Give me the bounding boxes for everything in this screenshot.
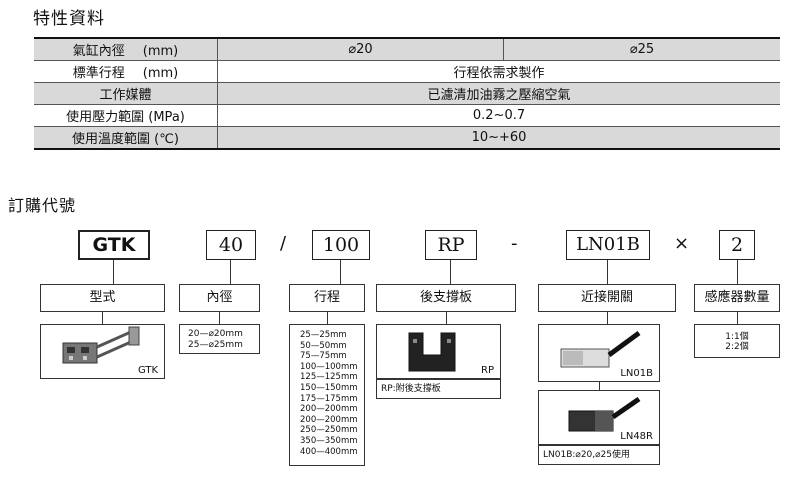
switch-caption: LN01B:⌀20,⌀25使用: [538, 445, 660, 465]
stroke-option: 400—400mm: [300, 446, 358, 457]
cylinder-image: [62, 326, 140, 364]
code-stroke: 100: [312, 230, 370, 260]
stroke-option: 75—75mm: [300, 351, 347, 362]
spec-row-medium: 工作媒體 已濾清加油霧之壓縮空氣: [34, 82, 780, 105]
spec-value: 已濾清加油霧之壓縮空氣: [217, 82, 780, 105]
code-slash: /: [280, 233, 287, 254]
bore-option: 20—⌀20mm: [188, 329, 243, 339]
order-code-heading: 訂購代號: [8, 196, 77, 215]
bore-options-box: 20—⌀20mm 25—⌀25mm: [179, 324, 260, 354]
stroke-list: 25—25mm 50—50mm 75—75mm 100—100mm 125—12…: [300, 330, 358, 457]
stroke-options-box: 25—25mm 50—50mm 75—75mm 100—100mm 125—12…: [289, 324, 365, 466]
spec-row-bore: 氣缸內徑 (mm) ⌀20 ⌀25: [34, 38, 780, 61]
spec-label: 氣缸內徑: [72, 44, 125, 59]
code-back: RP: [425, 230, 477, 260]
back-support-image: [408, 332, 456, 372]
spec-table: 氣缸內徑 (mm) ⌀20 ⌀25 標準行程 (mm) 行程依需求製作 工作媒體 已…: [34, 37, 780, 150]
spec-heading: 特性資料: [33, 9, 105, 29]
model-image-label: GTK: [137, 365, 158, 376]
stroke-option: 250—250mm: [300, 425, 358, 436]
qty-options-box: 1:1個 2:2個: [694, 324, 780, 358]
stroke-option: 25—25mm: [300, 330, 347, 340]
proximity-switch-image: [560, 330, 641, 368]
category-stroke: 行程: [289, 284, 365, 312]
switch-image-box-1: LN01B: [538, 324, 660, 382]
code-model: GTK: [78, 230, 150, 260]
spec-label: 標準行程: [72, 66, 125, 81]
code-dash: -: [511, 233, 518, 254]
code-times: ×: [674, 233, 690, 254]
spec-label: 工作媒體: [34, 82, 218, 105]
spec-row-pressure: 使用壓力範圍 (MPa) 0.2~0.7: [34, 104, 780, 127]
stroke-option: 150—150mm: [300, 382, 358, 393]
code-switch: LN01B: [566, 230, 650, 260]
stroke-option: 200—200mm: [300, 404, 358, 415]
category-bore: 內徑: [179, 284, 260, 312]
spec-value: ⌀25: [503, 38, 780, 61]
category-model: 型式: [40, 284, 165, 312]
back-image-label: RP: [481, 365, 494, 376]
category-qty: 感應器數量: [694, 284, 780, 312]
spec-label: 使用壓力範圍 (MPa): [34, 104, 218, 127]
model-image-box: GTK: [40, 324, 165, 379]
spec-row-stroke: 標準行程 (mm) 行程依需求製作: [34, 60, 780, 83]
back-caption: RP:附後支撐板: [376, 379, 501, 399]
bore-option: 25—⌀25mm: [188, 340, 243, 350]
proximity-switch-image: [568, 396, 641, 432]
spec-value: 10~+60: [217, 126, 780, 149]
code-qty: 2: [719, 230, 755, 260]
stroke-option: 100—100mm: [300, 361, 358, 372]
qty-option: 2:2個: [725, 342, 749, 352]
qty-option: 1:1個: [725, 332, 749, 342]
spec-value: ⌀20: [217, 38, 504, 61]
switch-image-label: LN48R: [620, 431, 653, 442]
stroke-option: 50—50mm: [300, 340, 347, 351]
stroke-option: 350—350mm: [300, 435, 358, 446]
spec-label: 使用溫度範圍 (℃): [34, 126, 218, 149]
spec-value: 行程依需求製作: [217, 60, 780, 83]
category-back: 後支撐板: [376, 284, 516, 312]
stroke-option: 175—175mm: [300, 393, 358, 404]
spec-value: 0.2~0.7: [217, 104, 780, 127]
spec-unit: (mm): [142, 44, 179, 59]
back-image-box: RP: [376, 324, 501, 379]
spec-row-temperature: 使用溫度範圍 (℃) 10~+60: [34, 126, 780, 149]
category-switch: 近接開關: [538, 284, 676, 312]
code-bore: 40: [206, 230, 256, 260]
switch-image-label: LN01B: [620, 368, 653, 379]
stroke-option: 200—200mm: [300, 414, 358, 425]
spec-unit: (mm): [142, 66, 179, 81]
switch-image-box-2: LN48R: [538, 390, 660, 445]
stroke-option: 125—125mm: [300, 372, 358, 383]
